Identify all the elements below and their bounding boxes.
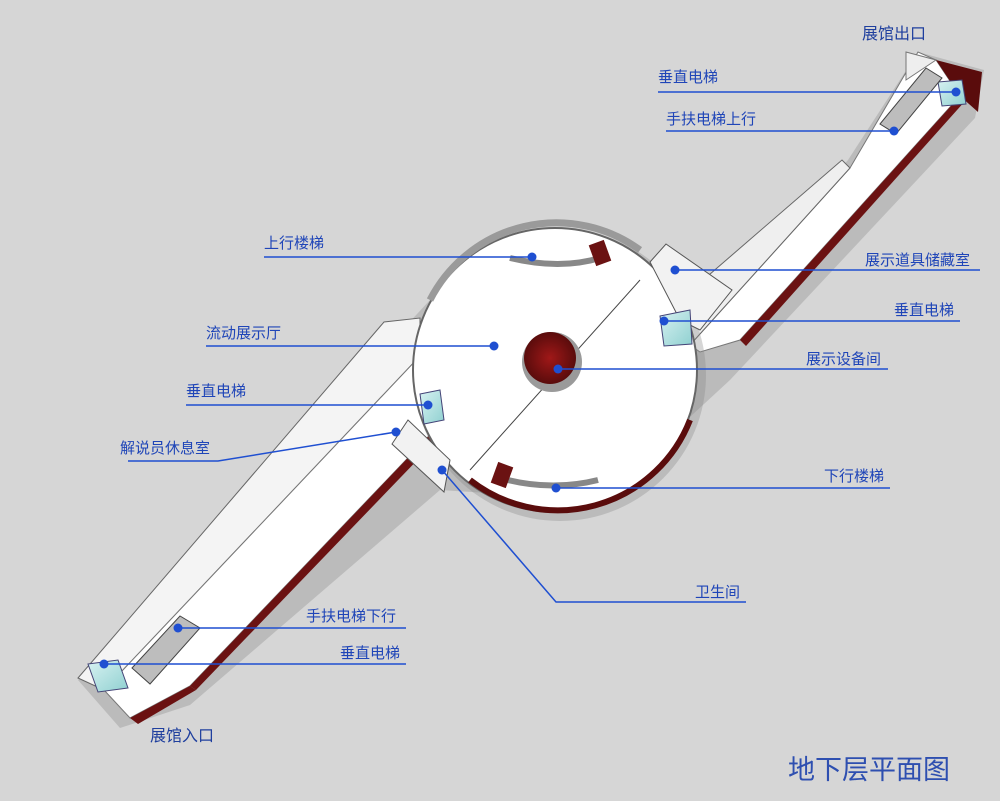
leader-dots: [99, 87, 961, 669]
label-exit-elevator: 垂直电梯: [658, 68, 719, 86]
label-guide-lounge: 解说员休息室: [120, 439, 211, 457]
label-mobile-hall: 流动展示厅: [206, 324, 282, 342]
label-entrance-elevator: 垂直电梯: [340, 644, 401, 662]
exit-label: 展馆出口: [862, 24, 927, 43]
label-hall-elevator-right: 垂直电梯: [894, 301, 955, 319]
label-escalator-up: 手扶电梯上行: [666, 110, 757, 128]
diagram-title: 地下层平面图: [788, 755, 950, 786]
label-equipment-room: 展示设备间: [806, 350, 882, 368]
label-stairs-up: 上行楼梯: [264, 234, 325, 252]
side-rooms: [87, 79, 967, 693]
entrance-label: 展馆入口: [150, 726, 215, 745]
label-restroom: 卫生间: [695, 583, 741, 601]
label-hall-elevator-left: 垂直电梯: [186, 382, 247, 400]
label-props-storage: 展示道具储藏室: [865, 251, 971, 269]
leaders: [104, 91, 980, 665]
circular-hall: [412, 219, 706, 521]
label-escalator-down: 手扶电梯下行: [306, 607, 397, 625]
label-stairs-down: 下行楼梯: [824, 467, 885, 485]
